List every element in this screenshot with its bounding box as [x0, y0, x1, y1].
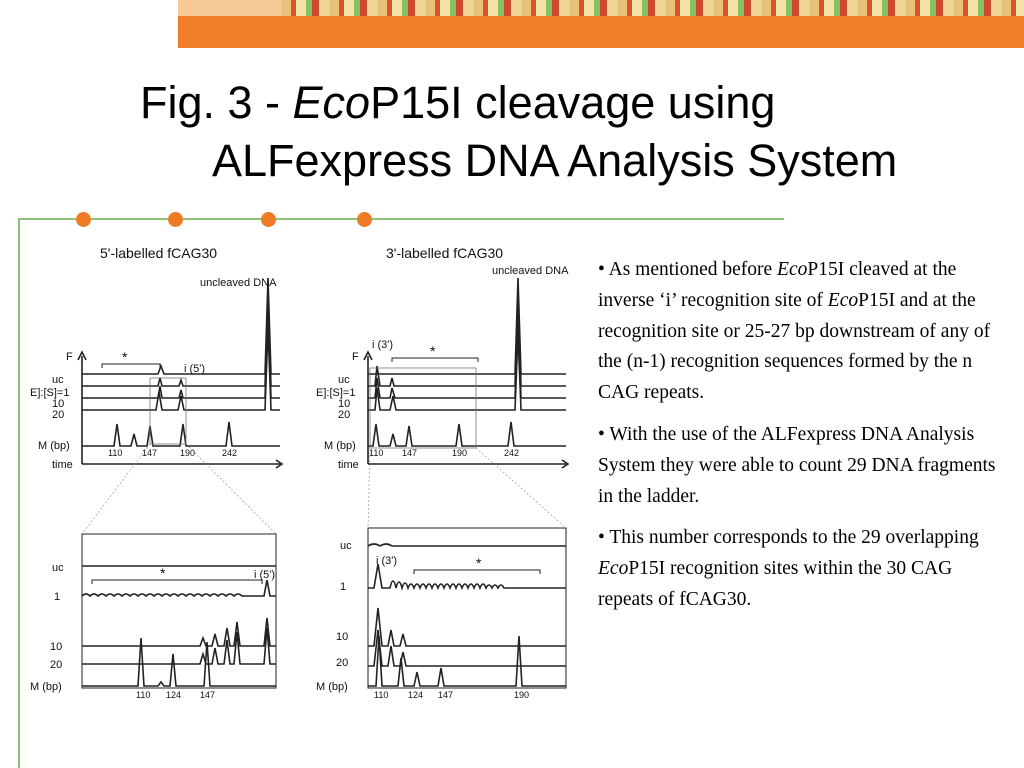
lane-10-right: 10 — [338, 398, 350, 410]
time-label-left: time — [52, 459, 73, 471]
vertical-rule — [18, 218, 20, 768]
tick-190-right: 190 — [452, 448, 467, 458]
lane-uc-left: uc — [52, 374, 64, 386]
uncleaved-label-right: uncleaved DNA — [492, 265, 569, 277]
tick-124-bottom-right: 124 — [408, 690, 423, 700]
lane-20-bottom-right: 20 — [336, 657, 348, 669]
lane-1-bottom-left: 1 — [54, 591, 60, 603]
marker-label-bottom-left: M (bp) — [30, 681, 62, 693]
bullet-2: • With the use of the ALFexpress DNA Ana… — [598, 423, 996, 507]
lane-uc-bottom-right: uc — [340, 540, 352, 552]
panel-left-title: 5'-labelled fCAG30 — [100, 245, 217, 261]
figure-svg: 5'-labelled fCAG30 3'-labelled fCAG30 un… — [30, 245, 570, 700]
electropherogram-figure: 5'-labelled fCAG30 3'-labelled fCAG30 un… — [30, 238, 590, 708]
bullet-list: • As mentioned before EcoP15I cleaved at… — [598, 255, 998, 627]
marker-label-left: M (bp) — [38, 440, 70, 452]
lane-1-bottom-right: 1 — [340, 581, 346, 593]
i5-label-bottom: i (5') — [254, 569, 275, 581]
bullet-3: • This number corresponds to the 29 over… — [598, 527, 979, 610]
marker-label-bottom-right: M (bp) — [316, 681, 348, 693]
i3-label-top: i (3') — [372, 339, 393, 351]
uncleaved-label-left: uncleaved DNA — [200, 277, 277, 289]
title-line-1: Fig. 3 - EcoP15I cleavage using — [140, 77, 776, 128]
tick-147-left: 147 — [142, 448, 157, 458]
lane-20-left: 20 — [52, 409, 64, 421]
star-right-bottom: * — [476, 555, 482, 571]
tick-147-bottom-right: 147 — [438, 690, 453, 700]
tick-190-bottom-right: 190 — [514, 690, 529, 700]
tick-147-right: 147 — [402, 448, 417, 458]
tick-110-right: 110 — [369, 448, 383, 458]
lane-uc-right: uc — [338, 374, 350, 386]
tick-124-bottom-left: 124 — [166, 690, 181, 700]
tick-147-bottom-left: 147 — [200, 690, 215, 700]
bullet-dot — [261, 212, 276, 227]
i5-label-top: i (5') — [184, 363, 205, 375]
i3-label-bottom: i (3') — [376, 555, 397, 567]
time-label-right: time — [338, 459, 359, 471]
bullet-dot — [168, 212, 183, 227]
tick-242-right: 242 — [504, 448, 519, 458]
star-left-bottom: * — [160, 565, 166, 581]
lane-20-right: 20 — [338, 409, 350, 421]
star-left-top: * — [122, 349, 128, 365]
bullet-1: • As mentioned before EcoP15I cleaved at… — [598, 259, 991, 404]
panel-right-title: 3'-labelled fCAG30 — [386, 245, 503, 261]
star-right-top: * — [430, 343, 436, 359]
lane-uc-bottom-left: uc — [52, 562, 64, 574]
y-axis-label-right: F — [352, 351, 359, 363]
lane-10-left: 10 — [52, 398, 64, 410]
bullet-dot — [76, 212, 91, 227]
lane-10-bottom-right: 10 — [336, 631, 348, 643]
horizontal-rule — [18, 218, 784, 220]
bullet-dot — [357, 212, 372, 227]
tick-110-bottom-right: 110 — [374, 690, 388, 700]
title-line-2: ALFexpress DNA Analysis System — [212, 135, 898, 186]
banner-strip — [178, 0, 282, 16]
lane-20-bottom-left: 20 — [50, 659, 62, 671]
tick-110-bottom-left: 110 — [136, 690, 150, 700]
ratio-label-left: E]:[S]=1 — [30, 387, 69, 399]
marker-label-right: M (bp) — [324, 440, 356, 452]
lane-10-bottom-left: 10 — [50, 641, 62, 653]
tick-242-left: 242 — [222, 448, 237, 458]
tick-190-left: 190 — [180, 448, 195, 458]
tick-110-left: 110 — [108, 448, 122, 458]
banner-artwork — [282, 0, 1024, 16]
y-axis-label-left: F — [66, 351, 73, 363]
ratio-label-right: E]:[S]=1 — [316, 387, 355, 399]
